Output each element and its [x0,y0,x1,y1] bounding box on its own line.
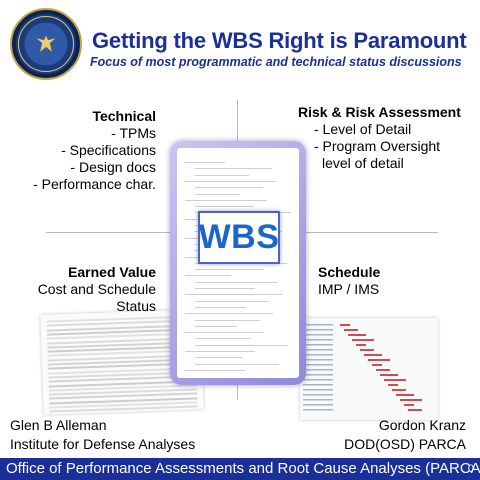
gantt-row-label [303,374,333,376]
gantt-bar [388,384,398,386]
schedule-heading: Schedule [318,264,381,280]
document-line [195,325,237,327]
gantt-bar [380,374,398,376]
author-right-org: DOD(OSD) PARCA [344,436,466,452]
document-line [195,363,279,365]
wbs-label-box: WBS [198,211,280,264]
page-title: Getting the WBS Right is Paramount [92,28,467,53]
gantt-row-label [303,324,333,326]
gantt-bar [400,399,422,401]
document-line [195,281,278,283]
technical-heading: Technical [92,108,156,124]
gantt-bar [376,369,390,371]
gantt-row-label [303,349,333,351]
gantt-row-label [303,404,333,406]
document-line [195,300,269,302]
document-line [195,357,242,359]
document-line [195,344,288,346]
document-line [185,199,267,201]
footer-text: Office of Performance Assessments and Ro… [6,460,480,477]
gantt-bar [396,394,414,396]
risk-quadrant: Risk & Risk Assessment - Level of Detail… [298,104,461,172]
document-line [185,275,231,277]
gantt-row-label [303,359,333,361]
gantt-bar [384,379,406,381]
gantt-row-label [303,364,333,366]
page-subtitle: Focus of most programmatic and technical… [90,55,462,69]
risk-heading: Risk & Risk Assessment [298,104,461,120]
page-number: 0 [467,463,474,475]
footer-bar: Office of Performance Assessments and Ro… [0,458,480,480]
gantt-row-label [303,339,333,341]
dod-seal-icon [10,8,82,80]
gantt-bar [408,409,422,411]
gantt-bar [404,404,414,406]
document-line [185,162,225,163]
gantt-row-label [303,389,333,391]
schedule-quadrant: Schedule IMP / IMS [318,264,380,298]
technical-item: - Specifications [61,142,156,158]
seal-ring [18,16,74,72]
risk-item: - Level of Detail [314,121,412,137]
gantt-bar [352,339,374,341]
document-line [195,288,255,289]
gantt-row-label [303,409,333,411]
risk-item: level of detail [322,155,404,171]
author-left: Glen B Alleman Institute for Defense Ana… [10,416,195,454]
document-line [195,168,272,170]
document-line [195,193,240,195]
gantt-row-label [303,399,333,401]
document-line [195,206,254,208]
gantt-row-label [303,334,333,336]
document-line [185,313,273,315]
gantt-row-label [303,394,333,396]
gantt-bar [360,349,374,351]
gantt-chart-graphic [303,324,422,411]
gantt-bar [340,324,350,326]
document-line [185,294,282,296]
technical-item: - TPMs [111,125,156,141]
gantt-row-label [303,344,333,346]
document-line [195,269,264,271]
technical-item: - Performance char. [33,176,156,192]
earned-value-heading: Earned Value [68,264,156,280]
gantt-bar [348,334,366,336]
author-right: Gordon Kranz DOD(OSD) PARCA [344,416,466,454]
author-right-name: Gordon Kranz [378,417,466,433]
risk-item: - Program Oversight [314,138,441,154]
eagle-icon [35,34,57,53]
document-line [195,306,246,308]
author-left-name: Glen B Alleman [10,417,107,433]
technical-quadrant: Technical - TPMs - Specifications - Desi… [33,108,156,193]
schedule-gantt-image [300,318,438,420]
gantt-bar [372,364,382,366]
gantt-row-label [303,329,333,331]
earned-value-quadrant: Earned Value Cost and Schedule Status [0,264,156,315]
document-line [195,174,249,176]
document-line [195,187,263,189]
author-left-org: Institute for Defense Analyses [10,436,196,452]
gantt-bar [356,344,366,346]
gantt-row-label [303,369,333,371]
gantt-bar [344,329,358,331]
document-line [185,332,264,334]
document-line [195,319,260,321]
document-line [195,338,251,340]
gantt-row-label [303,384,333,386]
earned-value-item: Cost and Schedule Status [37,281,156,314]
document-line [185,351,255,352]
gantt-bar [392,389,406,391]
gantt-bar [368,359,390,361]
document-line [185,180,276,182]
wbs-label: WBS [198,218,280,256]
schedule-item: IMP / IMS [318,281,380,297]
gantt-row-label [303,379,333,381]
gantt-row-label [303,354,333,356]
document-line [185,369,246,371]
technical-item: - Design docs [70,159,156,175]
gantt-bar [364,354,382,356]
